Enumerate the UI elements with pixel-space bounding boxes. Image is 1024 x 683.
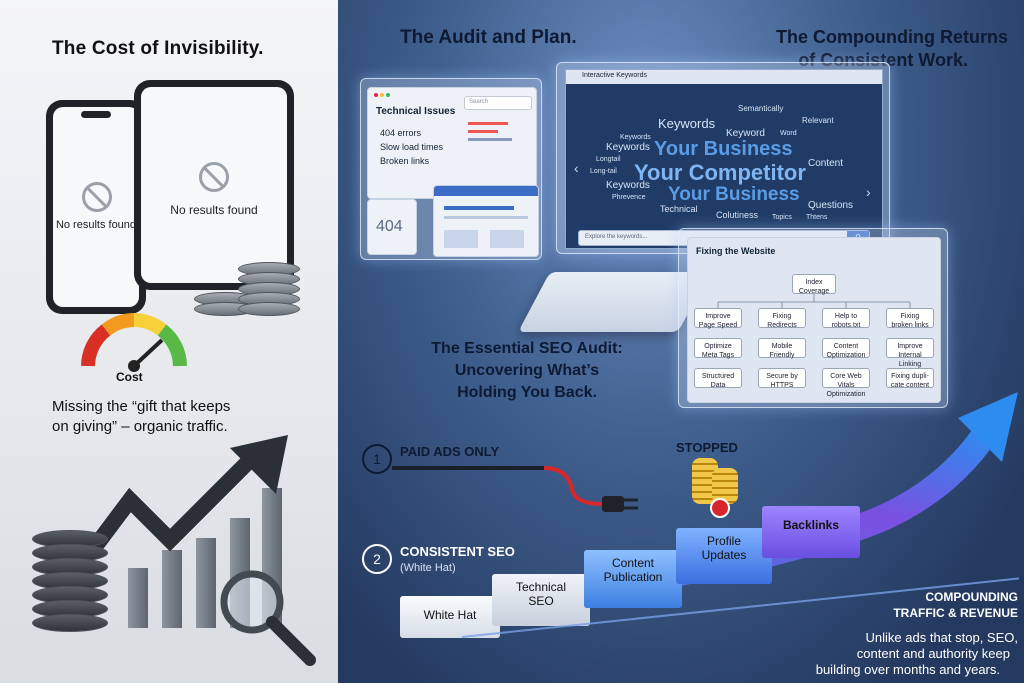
white-hat-sublabel: (White Hat) bbox=[400, 562, 456, 574]
returns-title-1: The Compounding Returns bbox=[776, 27, 1008, 47]
fix-node: Mobile Friendly bbox=[758, 338, 806, 359]
keyword-tag: Content bbox=[808, 158, 844, 169]
gold-coins bbox=[692, 458, 744, 506]
coin-stack bbox=[194, 262, 300, 332]
fix-node: Structured Data bbox=[694, 368, 742, 389]
keywords-window-title: Interactive Keywords bbox=[582, 72, 647, 79]
step-technical-seo: Technical SEO bbox=[515, 580, 567, 608]
fix-node: Fixing dupli-cate content bbox=[886, 368, 934, 389]
keyword-tag: Long-tail bbox=[590, 168, 617, 175]
fixing-website-window: Fixing the Website Index Coverage Improv… bbox=[678, 228, 948, 408]
phone-no-results: No results found bbox=[55, 219, 137, 231]
keyword-your-business: Your Business bbox=[668, 184, 800, 205]
gauge-label: Cost bbox=[116, 370, 143, 384]
tech-issues-title: Technical Issues bbox=[376, 106, 456, 117]
keyword-tag: Relevant bbox=[802, 116, 834, 125]
chevron-right-icon[interactable]: › bbox=[866, 184, 871, 200]
keyword-your-business: Your Business bbox=[654, 138, 793, 160]
cost-gauge bbox=[81, 313, 187, 372]
browser-window bbox=[433, 185, 539, 257]
stop-icon bbox=[710, 498, 730, 518]
no-results-icon bbox=[199, 162, 229, 192]
keyword-tag: Questions bbox=[808, 200, 854, 211]
keyword-tag: Thtens bbox=[806, 214, 828, 221]
fix-node: Improve Page Speed bbox=[694, 308, 742, 329]
bar bbox=[196, 538, 216, 628]
no-results-icon bbox=[82, 182, 112, 212]
compounding-note-2: content and authority keep bbox=[856, 646, 1010, 661]
step-number-1: 1 bbox=[362, 444, 392, 474]
compounding-line-1: COMPOUNDING bbox=[925, 590, 1018, 604]
phone: No results found bbox=[46, 100, 146, 314]
stopped-label: STOPPED bbox=[676, 440, 738, 455]
step-block bbox=[584, 550, 682, 608]
compounding-note-3: building over months and years. bbox=[815, 662, 1000, 677]
cost-panel: The Cost of Invisibility. No results fou… bbox=[0, 0, 338, 683]
keywords-window: Interactive Keywords Keywords Semantical… bbox=[556, 62, 890, 254]
tablet-no-results: No results found bbox=[170, 203, 258, 217]
chevron-left-icon[interactable]: ‹ bbox=[574, 160, 579, 176]
fix-node: Improve Internal Linking bbox=[886, 338, 934, 368]
seo-panel: The Audit and Plan. The Compounding Retu… bbox=[338, 0, 1024, 683]
step-block bbox=[762, 506, 860, 558]
fix-node: Secure by HTTPS bbox=[758, 368, 806, 389]
issue-item: Broken links bbox=[380, 156, 430, 166]
compounding-line-2: TRAFFIC & REVENUE bbox=[893, 606, 1018, 620]
compounding-note-1: Unlike ads that stop, SEO, bbox=[865, 630, 1018, 645]
consistent-seo-label: CONSISTENT SEO bbox=[400, 544, 515, 559]
fix-node: Core Web Vitals Optimization bbox=[822, 368, 870, 398]
bar bbox=[128, 568, 148, 628]
step-number-2: 2 bbox=[362, 544, 392, 574]
paid-ads-label: PAID ADS ONLY bbox=[400, 444, 500, 459]
step-block bbox=[492, 574, 590, 626]
seo-audit-line-3: Holding You Back. bbox=[457, 384, 597, 401]
keyword-tag: Semantically bbox=[738, 104, 784, 113]
fix-node: Optimize Meta Tags bbox=[694, 338, 742, 359]
issue-item: 404 errors bbox=[380, 128, 422, 138]
fix-node: Fixing broken links bbox=[886, 308, 934, 329]
node-index-coverage: Index Coverage bbox=[792, 274, 836, 295]
step-block bbox=[400, 596, 500, 638]
keyword-tag: Keyword bbox=[726, 128, 765, 139]
fixing-title: Fixing the Website bbox=[696, 246, 776, 256]
magnifier-icon bbox=[220, 570, 316, 666]
seo-audit-line-1: The Essential SEO Audit: bbox=[431, 340, 623, 357]
keyword-tag: Keywords bbox=[606, 142, 650, 153]
keyword-tag: Phrevence bbox=[612, 194, 646, 201]
audit-title: The Audit and Plan. bbox=[400, 27, 577, 48]
step-content-publication: Content Publication bbox=[603, 556, 663, 584]
keyword-tag: Topics bbox=[772, 214, 792, 221]
fix-node: Content Optimization bbox=[822, 338, 870, 359]
keyword-tag: Technical bbox=[660, 204, 698, 214]
coin-stack-large bbox=[32, 530, 112, 640]
unplugged-cable bbox=[392, 466, 638, 512]
tech-search-input[interactable]: Search bbox=[464, 96, 532, 110]
cost-title: The Cost of Invisibility. bbox=[52, 38, 264, 59]
cost-caption-2: on giving” – organic traffic. bbox=[52, 418, 228, 435]
seo-audit-line-2: Uncovering What’s bbox=[454, 362, 600, 379]
bar bbox=[162, 550, 182, 628]
technical-issues-window: Technical Issues Search 404 errors Slow … bbox=[360, 78, 542, 260]
keyword-tag: Keywords bbox=[606, 180, 650, 191]
step-backlinks: Backlinks bbox=[782, 518, 840, 532]
returns-title-2: of Consistent Work. bbox=[798, 50, 968, 70]
fix-node: Help to robots.txt bbox=[822, 308, 870, 329]
step-white-hat: White Hat bbox=[423, 608, 477, 622]
step-profile-updates: Profile Updates bbox=[701, 534, 747, 562]
keyword-tag: Keywords bbox=[620, 134, 651, 141]
keyword-tag: Colutiness bbox=[716, 210, 759, 220]
step-block bbox=[676, 528, 772, 584]
keyword-your-competitor: Your Competitor bbox=[634, 160, 806, 185]
tablet: No results found bbox=[134, 80, 294, 290]
keyword-tag: Longtail bbox=[596, 156, 621, 163]
keyword-tag: Keywords bbox=[658, 116, 716, 131]
cost-caption-1: Missing the “gift that keeps bbox=[52, 398, 231, 415]
keyword-tag: Word bbox=[780, 130, 797, 137]
error-404-window: 404 bbox=[367, 199, 417, 255]
fix-node: Fixing Redirects bbox=[758, 308, 806, 329]
error-code: 404 bbox=[376, 218, 403, 235]
issue-item: Slow load times bbox=[380, 142, 444, 152]
